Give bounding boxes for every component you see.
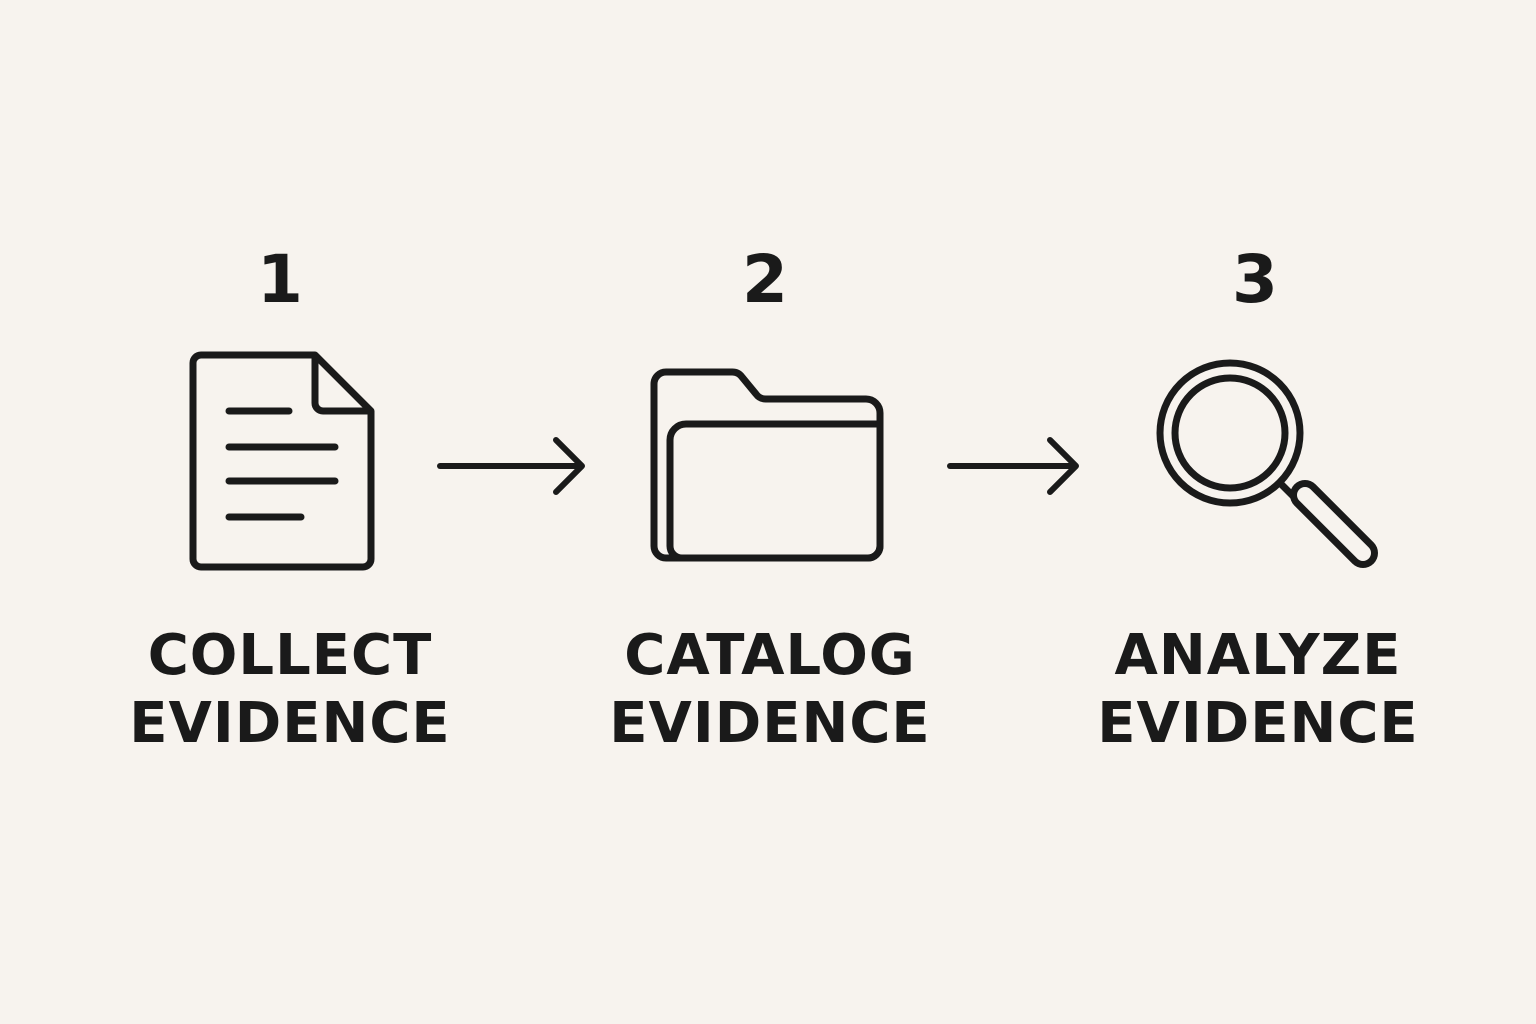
step-3-label: ANALYZE EVIDENCE — [1068, 622, 1448, 758]
step-1-number: 1 — [257, 241, 303, 318]
arrow-right-icon — [947, 437, 1079, 495]
step-2-label-line2: EVIDENCE — [609, 691, 931, 756]
step-1-label-line1: COLLECT — [147, 623, 433, 688]
step-3-number: 3 — [1232, 241, 1278, 318]
step-2-number: 2 — [742, 241, 788, 318]
folder-icon — [650, 368, 884, 562]
document-icon — [189, 351, 375, 571]
magnifier-icon — [1156, 359, 1378, 568]
step-2-label-line1: CATALOG — [624, 623, 916, 688]
step-3-label-line1: ANALYZE — [1114, 623, 1402, 688]
arrow-right-icon — [437, 437, 585, 495]
step-1-label: COLLECT EVIDENCE — [100, 622, 480, 758]
step-3-label-line2: EVIDENCE — [1097, 691, 1419, 756]
step-1-label-line2: EVIDENCE — [129, 691, 451, 756]
step-2-label: CATALOG EVIDENCE — [580, 622, 960, 758]
